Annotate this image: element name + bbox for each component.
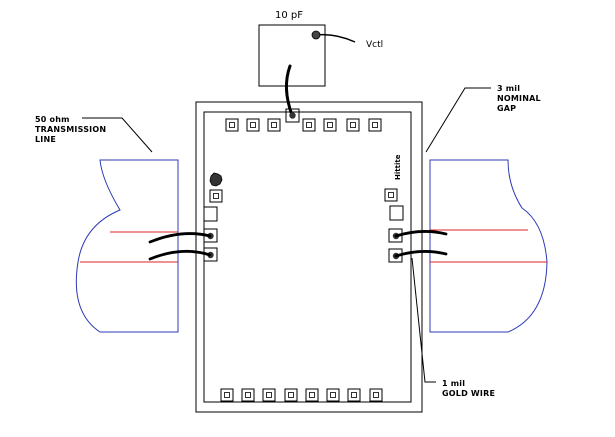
top-pad [302,118,316,132]
top-pad [267,118,281,132]
top-pad [246,118,260,132]
alignment-mark-icon [209,172,223,187]
wire-label-1: 1 mil [442,379,465,388]
right-bond-wire-upper [394,230,448,238]
wire-label-leader [411,257,436,383]
bottom-pad [305,388,319,402]
top-pad-bonded [285,108,300,123]
bottom-pad-row [220,388,383,402]
top-pad [368,118,382,132]
left-bond-wire-upper [148,232,212,244]
line-label-3: LINE [35,135,56,144]
vctl-wire [315,33,356,43]
bottom-pad [347,388,361,402]
chip-inner-outline [203,111,412,403]
bottom-pad [220,388,234,402]
capacitor-bond-wire [285,64,294,117]
right-transmission-line [429,159,548,333]
gap-label-2: NOMINAL [497,94,541,103]
capacitor-bond-point [311,30,321,40]
bottom-pad [262,388,276,402]
bottom-pad [326,388,340,402]
left-bond-wire-lower [148,249,212,261]
capacitor-box [258,24,326,87]
capacitor-value-label: 10 pF [275,10,303,21]
right-bond-wire-lower [394,250,448,258]
gap-label-1: 3 mil [497,84,520,93]
line-label-1: 50 ohm [35,115,70,124]
right-blank-pad [389,205,404,221]
gap-label-3: GAP [497,104,516,113]
bottom-pad [241,388,255,402]
left-blank-pad [203,206,218,222]
top-pad [323,118,337,132]
vctl-label: Vctl [366,40,383,50]
bottom-pad [284,388,298,402]
chip-outer-outline [195,101,423,413]
gap-label-leader [425,87,491,153]
top-pad [346,118,360,132]
line-label-2: TRANSMISSION [35,125,106,134]
right-small-pad [384,188,398,202]
line-label-leader [82,117,153,153]
top-pad-row [225,108,382,132]
chip-marking: Hittite [394,154,402,180]
top-pad [225,118,239,132]
wire-label-2: GOLD WIRE [442,389,495,398]
left-transmission-line [75,159,179,333]
bottom-pad [369,388,383,402]
left-small-pad [209,189,223,203]
